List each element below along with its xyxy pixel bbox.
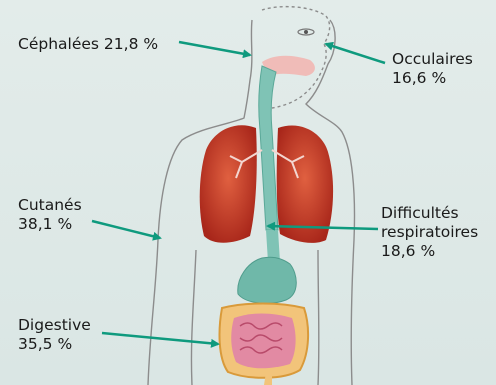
label-respiratoires-line1: Difficultés	[381, 204, 478, 223]
eye-pupil	[304, 30, 308, 34]
left-lung	[200, 125, 257, 243]
arrow-cutanes	[92, 221, 160, 238]
label-respiratoires-line2: respiratoires	[381, 223, 478, 242]
label-cutanes: Cutanés 38,1 %	[18, 196, 82, 234]
stomach	[238, 257, 296, 303]
label-cutanes-value: 38,1 %	[18, 215, 82, 234]
label-cephalees-name: Céphalées	[18, 35, 99, 53]
label-digestive-value: 35,5 %	[18, 335, 91, 354]
small-intestine	[231, 314, 295, 369]
arrow-occulaires	[326, 44, 385, 63]
label-occulaires-name: Occulaires	[392, 50, 473, 69]
arrow-digestive	[102, 333, 218, 344]
label-occulaires-value: 16,6 %	[392, 69, 473, 88]
label-cutanes-name: Cutanés	[18, 196, 82, 215]
label-occulaires: Occulaires 16,6 %	[392, 50, 473, 88]
label-respiratoires: Difficultés respiratoires 18,6 %	[381, 204, 478, 261]
label-respiratoires-value: 18,6 %	[381, 242, 478, 261]
label-digestive-name: Digestive	[18, 316, 91, 335]
label-digestive: Digestive 35,5 %	[18, 316, 91, 354]
label-cephalees: Céphalées 21,8 %	[18, 35, 158, 54]
trachea	[259, 66, 278, 230]
arrow-cephalees	[179, 42, 250, 55]
label-cephalees-value: 21,8 %	[104, 35, 158, 53]
